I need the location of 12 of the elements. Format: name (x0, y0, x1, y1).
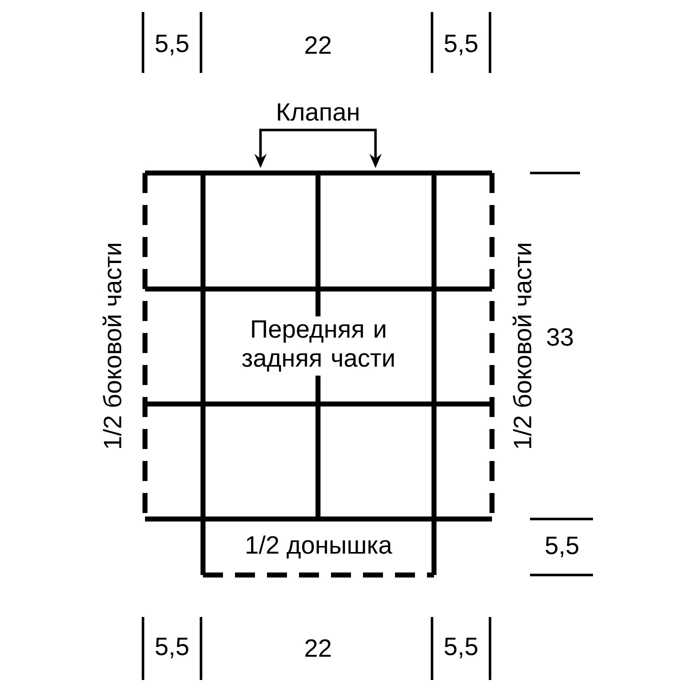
side-panel: 1/2 боковой части (102, 170, 203, 522)
bottom-panel: 1/2 донышка (200, 519, 436, 578)
dimension-label: 5,5 (444, 34, 478, 56)
panel-section: Передняя и задняя части (200, 170, 436, 522)
dimension-label: 5,5 (444, 638, 478, 658)
dimension-label: 22 (305, 639, 331, 657)
dimension-label: 5,5 (156, 34, 188, 56)
dimension-label: 5,5 (156, 638, 188, 658)
side-panel: 1/2 боковой части (434, 170, 532, 522)
dimension-label: 22 (305, 36, 331, 54)
flap-label: Клапан (278, 103, 358, 121)
dimension-label: 5,5 (546, 536, 578, 558)
